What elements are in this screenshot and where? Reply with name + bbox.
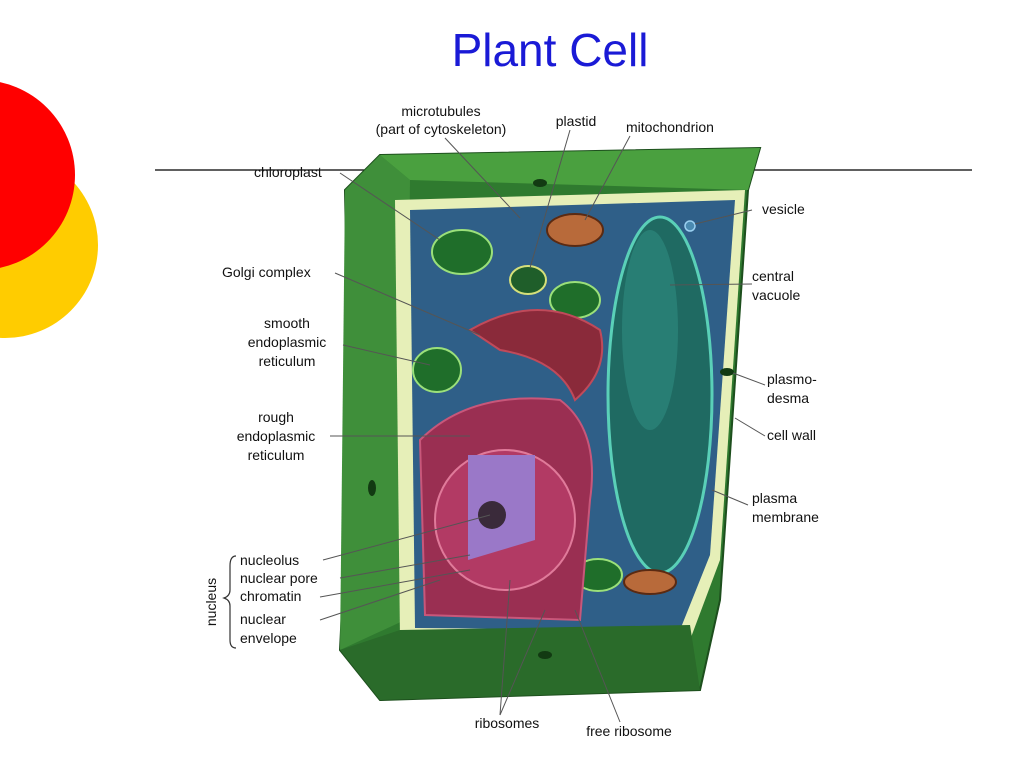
label-plastid: plastid bbox=[556, 113, 596, 129]
vacuole-highlight bbox=[622, 230, 678, 430]
label-nuclear-envelope-1: nuclear bbox=[240, 611, 286, 627]
leader-lines bbox=[319, 129, 766, 723]
plasmodesma-shape bbox=[720, 368, 734, 376]
label-free-ribosome: free ribosome bbox=[586, 723, 672, 739]
chloroplast-shape bbox=[412, 347, 462, 393]
cell-wall-top-face bbox=[380, 148, 760, 190]
label-smooth-er-3: reticulum bbox=[259, 353, 316, 369]
label-microtubules: microtubules bbox=[401, 103, 480, 119]
plastid-shape bbox=[509, 265, 547, 295]
plasmodesma-shape bbox=[538, 651, 552, 659]
chloroplast-shape bbox=[431, 229, 493, 275]
label-central-vacuole-1: central bbox=[752, 268, 794, 284]
label-smooth-er-2: endoplasmic bbox=[248, 334, 327, 350]
label-central-vacuole-2: vacuole bbox=[752, 287, 800, 303]
mitochondrion-shape bbox=[546, 213, 604, 247]
nucleolus-shape bbox=[478, 501, 506, 529]
label-ribosomes: ribosomes bbox=[475, 715, 540, 731]
slide-title: Plant Cell bbox=[451, 24, 649, 76]
labels: microtubules (part of cytoskeleton) plas… bbox=[203, 103, 819, 739]
label-mitochondrion: mitochondrion bbox=[626, 119, 714, 135]
nucleus-brace bbox=[222, 555, 237, 649]
vesicle-shape bbox=[684, 220, 696, 232]
label-rough-er-3: reticulum bbox=[248, 447, 305, 463]
plasmodesma-shape bbox=[533, 179, 547, 187]
label-rough-er-1: rough bbox=[258, 409, 294, 425]
label-rough-er-2: endoplasmic bbox=[237, 428, 316, 444]
label-nucleolus: nucleolus bbox=[240, 552, 299, 568]
cell-wall-bottom bbox=[340, 625, 700, 700]
label-plasmodesma-1: plasmo- bbox=[767, 371, 817, 387]
label-plasma-membrane-2: membrane bbox=[752, 509, 819, 525]
label-cell-wall: cell wall bbox=[767, 427, 816, 443]
cell-wall-left-face bbox=[340, 155, 410, 650]
golgi-shape bbox=[468, 309, 604, 402]
mitochondrion-shape bbox=[623, 569, 677, 595]
slide-decoration bbox=[0, 82, 98, 338]
label-vesicle: vesicle bbox=[762, 201, 805, 217]
plasmodesma-shape bbox=[368, 480, 376, 496]
label-nuclear-envelope-2: envelope bbox=[240, 630, 297, 646]
label-chloroplast: chloroplast bbox=[254, 164, 322, 180]
label-plasmodesma-2: desma bbox=[767, 390, 809, 406]
cell-illustration bbox=[338, 146, 762, 702]
label-plasma-membrane-1: plasma bbox=[752, 490, 797, 506]
red-circle-decoration bbox=[0, 82, 75, 268]
label-nuclear-pore: nuclear pore bbox=[240, 570, 318, 586]
label-microtubules-note: (part of cytoskeleton) bbox=[376, 121, 507, 137]
label-nucleus: nucleus bbox=[203, 578, 219, 626]
label-golgi-complex: Golgi complex bbox=[222, 264, 311, 280]
label-smooth-er-1: smooth bbox=[264, 315, 310, 331]
label-chromatin: chromatin bbox=[240, 588, 301, 604]
